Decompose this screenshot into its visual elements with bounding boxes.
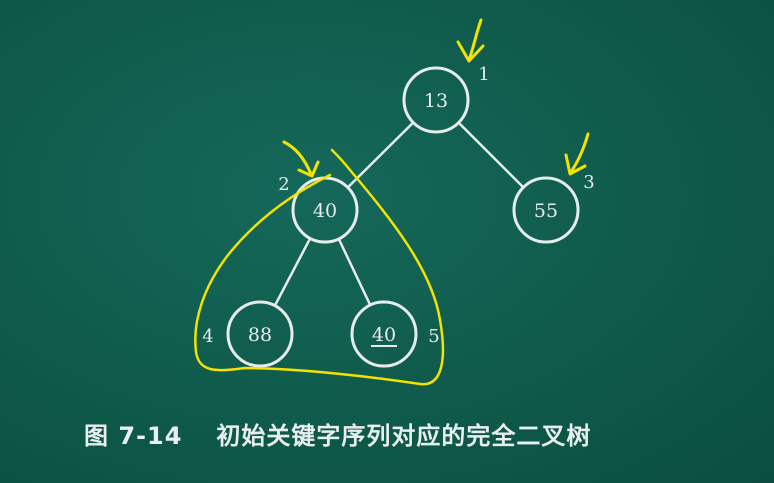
node-index-label: 3: [583, 172, 594, 193]
node-index-label: 5: [428, 326, 439, 347]
node-circle: [350, 300, 418, 368]
tree-node-5: 40 5: [350, 300, 440, 368]
node-value: 55: [534, 200, 558, 222]
tree-nodes: 13 1 40 2 55 3 88 4 40 5: [202, 64, 595, 368]
node-value: 88: [248, 324, 272, 346]
tree-node-4: 88 4: [202, 300, 294, 368]
node-circle: [402, 66, 470, 134]
tree-edge-2-5: [337, 238, 372, 306]
annotation-arrow-node-2: [282, 140, 320, 178]
figure-caption-text: 初始关键字序列对应的完全二叉树: [216, 422, 592, 450]
node-circle: [226, 300, 294, 368]
node-value: 40: [313, 200, 337, 222]
annotation-arrow-node-3: [564, 132, 590, 176]
tree-node-3: 55 3: [512, 172, 595, 244]
figure-caption: 图 7-14 初始关键字序列对应的完全二叉树: [84, 416, 591, 451]
tree-edge-1-3: [457, 121, 525, 189]
annotation-subtree-loop: [194, 148, 445, 386]
tree-node-2: 40 2: [278, 174, 359, 244]
node-circle: [512, 176, 580, 244]
tree-node-1: 13 1: [402, 64, 490, 134]
tree-edges: [273, 121, 525, 307]
annotation-arrow-node-1: [456, 18, 485, 63]
tree-edge-1-2: [346, 121, 415, 189]
node-index-label: 2: [278, 174, 289, 195]
figure-label: 图 7-14: [84, 422, 183, 450]
tree-edge-2-4: [273, 237, 312, 307]
node-index-label: 4: [202, 326, 213, 347]
node-value: 40: [372, 324, 396, 346]
node-value: 13: [424, 90, 448, 112]
node-index-label: 1: [478, 64, 489, 85]
